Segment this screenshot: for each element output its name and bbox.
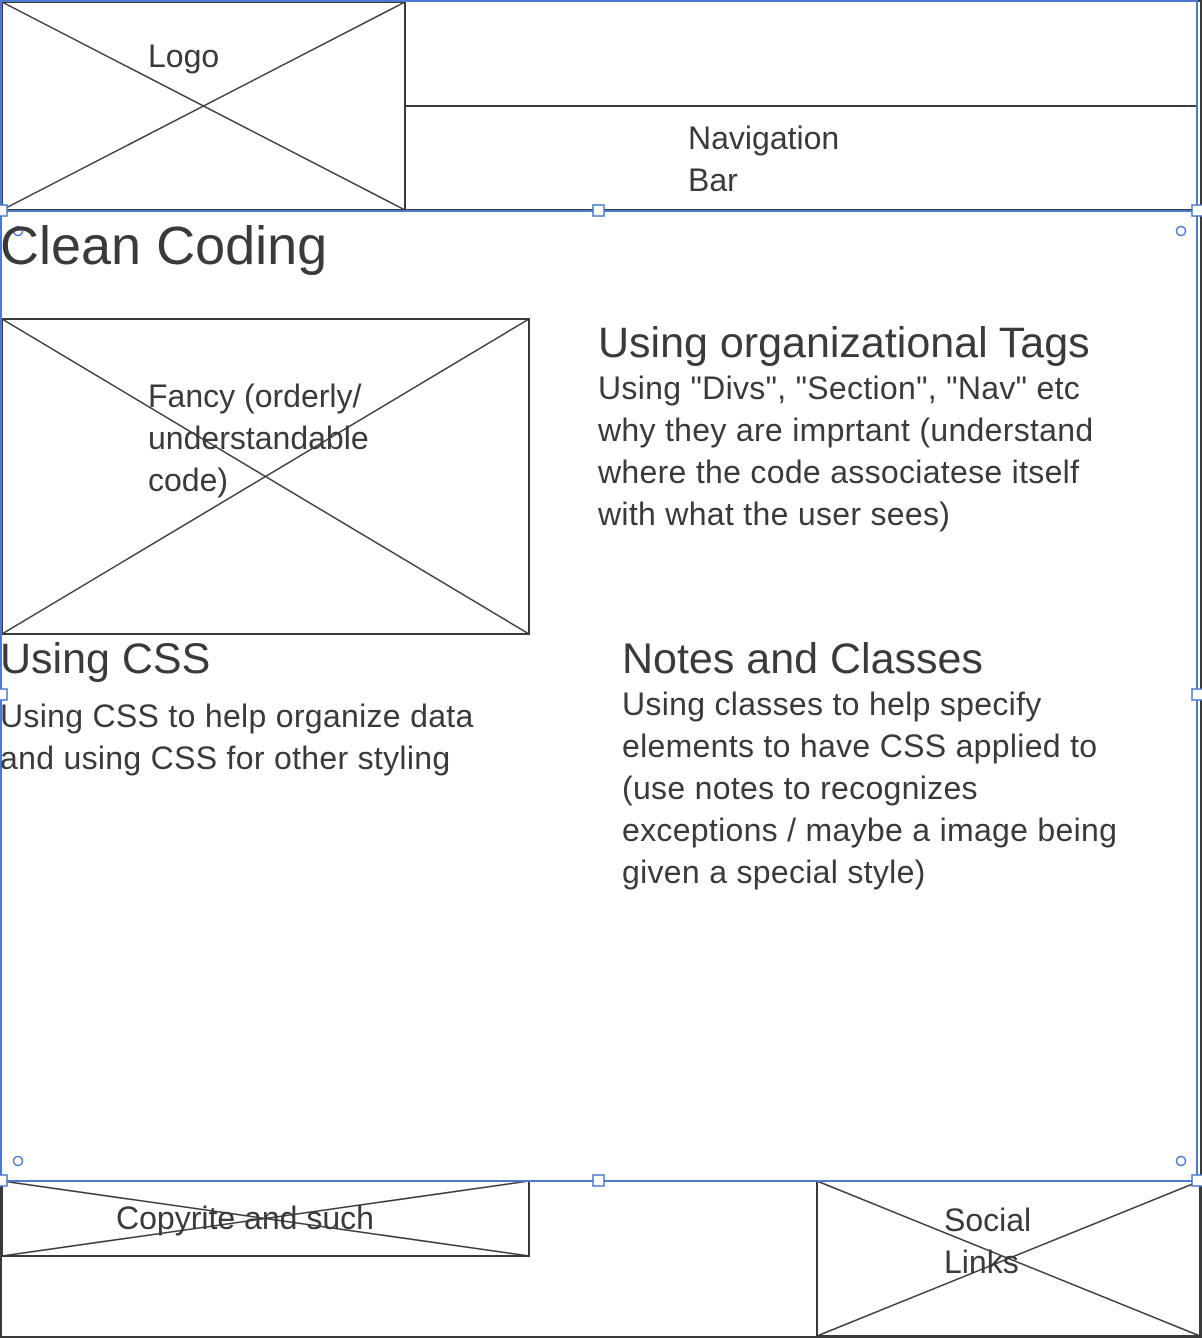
resize-handle bbox=[0, 688, 8, 701]
rotate-handle bbox=[12, 1155, 24, 1167]
page-title: Clean Coding bbox=[0, 216, 328, 276]
social-links-label-line-2: Links bbox=[944, 1244, 1019, 1280]
notes-text-line-3: (use notes to recognizes bbox=[622, 770, 978, 806]
notes-heading: Notes and Classes bbox=[622, 635, 983, 683]
copyright-label: Copyrite and such bbox=[116, 1200, 374, 1236]
resize-handle bbox=[0, 204, 8, 217]
social-links-label-line-1: Social bbox=[944, 1202, 1032, 1238]
notes-text-line-2: elements to have CSS applied to bbox=[622, 728, 1098, 764]
notes-text-line-1: Using classes to help specify bbox=[622, 686, 1042, 722]
resize-handle bbox=[592, 204, 605, 217]
logo-label: Logo bbox=[148, 38, 220, 74]
org-tags-text-line-1: Using "Divs", "Section", "Nav" etc bbox=[598, 370, 1081, 406]
org-tags-heading: Using organizational Tags bbox=[598, 319, 1090, 367]
resize-handle bbox=[0, 1174, 8, 1187]
resize-handle bbox=[1191, 688, 1202, 701]
image-placeholder-label-line-3: code) bbox=[148, 462, 229, 498]
image-placeholder-label-line-2: understandable bbox=[148, 420, 369, 456]
rotate-handle bbox=[1175, 225, 1187, 237]
logo-placeholder bbox=[1, 1, 406, 211]
resize-handle bbox=[1191, 204, 1202, 217]
resize-handle bbox=[592, 1174, 605, 1187]
image-placeholder bbox=[1, 318, 530, 635]
css-heading: Using CSS bbox=[0, 635, 211, 683]
notes-text-line-4: exceptions / maybe a image being bbox=[622, 812, 1118, 848]
org-tags-text-line-4: with what the user sees) bbox=[598, 496, 951, 532]
css-text-line-2: and using CSS for other styling bbox=[0, 740, 451, 776]
notes-text-line-5: given a special style) bbox=[622, 854, 926, 890]
image-placeholder-label-line-1: Fancy (orderly/ bbox=[148, 378, 362, 414]
selection-overlay[interactable] bbox=[0, 0, 1202, 1187]
resize-handle bbox=[1191, 1174, 1202, 1187]
nav-label-line-1: Navigation bbox=[688, 120, 840, 156]
nav-label-line-2: Bar bbox=[688, 162, 738, 198]
css-text-line-1: Using CSS to help organize data bbox=[0, 698, 474, 734]
rotate-handle bbox=[12, 225, 24, 237]
rotate-handle bbox=[1175, 1155, 1187, 1167]
org-tags-text-line-3: where the code associatese itself bbox=[598, 454, 1080, 490]
org-tags-text-line-2: why they are imprtant (understand bbox=[598, 412, 1094, 448]
